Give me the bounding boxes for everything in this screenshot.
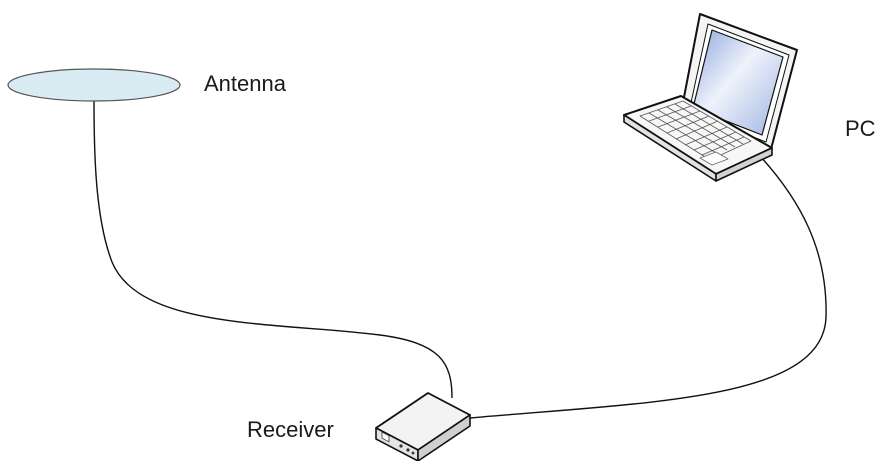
pc-label: PC [845,116,876,141]
antenna-icon [7,68,181,102]
receiver-label: Receiver [247,417,334,442]
pc-to-receiver-cable [469,155,827,419]
antenna-label: Antenna [204,71,286,96]
receiver-icon [375,392,471,461]
laptop-icon [623,13,798,182]
antenna-to-receiver-cable [93,100,453,399]
